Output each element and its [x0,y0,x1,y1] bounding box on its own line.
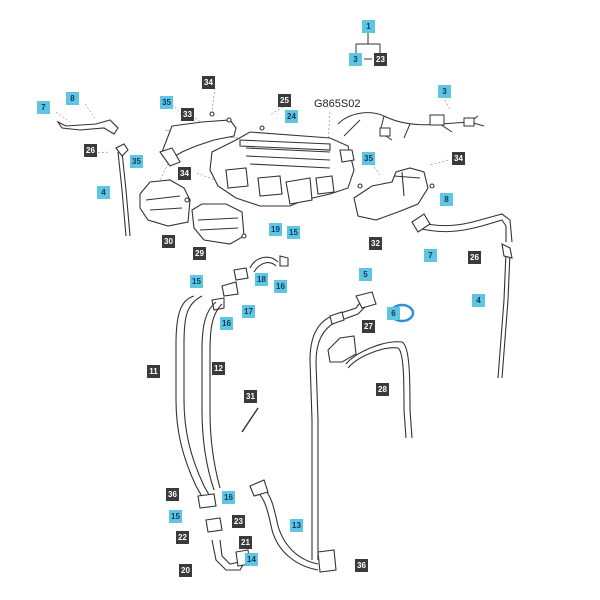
callout-8: 8 [440,193,453,206]
callout-21: 21 [239,536,252,549]
callout-27: 27 [362,320,375,333]
callout-30: 30 [162,235,175,248]
cover-30 [139,179,191,227]
callout-34: 34 [452,152,465,165]
callout-35: 35 [160,96,173,109]
callout-5: 5 [359,268,372,281]
callout-32: 32 [369,237,382,250]
rod-8-right [417,213,513,243]
callout-15: 15 [169,510,182,523]
callout-33: 33 [181,108,194,121]
callout-18: 18 [255,273,268,286]
wiring-harness [337,112,485,141]
callout-36: 36 [355,559,368,572]
callout-26: 26 [468,251,481,264]
callout-8: 8 [66,92,79,105]
callout-6: 6 [387,307,400,320]
callout-19: 19 [269,223,282,236]
callout-25: 25 [278,94,291,107]
callout-34: 34 [202,76,215,89]
callout-24: 24 [285,110,298,123]
line-to-5 [309,299,367,560]
rod-4-right [497,251,511,379]
callout-15: 15 [190,275,203,288]
callout-36: 36 [166,488,179,501]
callout-20: 20 [179,564,192,577]
callout-28: 28 [376,383,389,396]
pipes-11-12 [175,295,223,501]
duct-32 [353,167,429,221]
callout-11: 11 [147,365,160,378]
callout-4: 4 [97,186,110,199]
callout-26: 26 [84,144,97,157]
callout-15: 15 [287,226,300,239]
callout-13: 13 [290,519,303,532]
callout-7: 7 [424,249,437,262]
bracket-8-left [56,119,119,135]
bracket-27 [327,335,357,363]
callout-14: 14 [245,553,258,566]
hose-18-19 [249,256,279,273]
callout-1: 1 [362,20,375,33]
callout-35: 35 [130,155,143,168]
callout-16: 16 [222,491,235,504]
callout-7: 7 [37,101,50,114]
callout-23: 23 [374,53,387,66]
diagram-code-label: G865S02 [314,98,361,110]
callout-35: 35 [362,152,375,165]
fitting-20 [211,539,247,571]
callout-16: 16 [274,280,287,293]
callout-31: 31 [244,390,257,403]
callout-3: 3 [349,53,362,66]
callout-4: 4 [472,294,485,307]
callout-34: 34 [178,167,191,180]
rod-4-left [117,151,131,237]
callout-16: 16 [220,317,233,330]
bracket-line [355,33,381,60]
cable-28 [345,341,413,439]
callout-17: 17 [242,305,255,318]
callout-23: 23 [232,515,245,528]
cover-29 [191,203,245,245]
callout-12: 12 [212,362,225,375]
callout-22: 22 [176,531,189,544]
callout-29: 29 [193,247,206,260]
hose-13 [255,485,319,571]
callout-3: 3 [438,85,451,98]
rod-31 [241,407,259,433]
